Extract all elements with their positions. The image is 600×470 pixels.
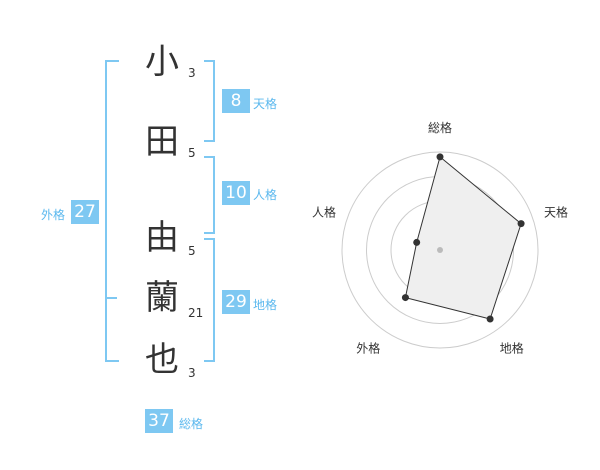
chikaku-value: 29 (222, 290, 250, 314)
radar-ring-4 (341, 151, 539, 349)
name-char-4: 蘭 (145, 278, 179, 318)
stroke-count-3: 5 (188, 244, 196, 258)
radar-point-3 (486, 315, 494, 323)
radar-axis-label-4: 外格 (356, 341, 380, 356)
soukaku-label: 総格 (179, 417, 204, 431)
radar-point-5 (413, 238, 421, 246)
name-char-2: 田 (145, 122, 179, 162)
radar-center-dot (437, 247, 443, 253)
radar-point-1 (436, 153, 444, 161)
radar-axis-label-5: 人格 (312, 204, 336, 219)
name-char-5: 也 (145, 340, 179, 380)
jinkaku-value: 10 (222, 181, 250, 205)
tenkaku-bracket (204, 60, 215, 142)
soukaku-value: 37 (145, 409, 173, 433)
name-char-1: 小 (145, 42, 179, 82)
chikaku-bracket (204, 238, 215, 362)
tenkaku-value: 8 (222, 89, 250, 113)
stroke-count-4: 21 (188, 306, 204, 320)
tenkaku-label: 天格 (253, 97, 278, 111)
stroke-count-1: 3 (188, 66, 196, 80)
stroke-count-5: 3 (188, 366, 196, 380)
radar-point-4 (401, 294, 409, 302)
radar-axis-label-3: 地格 (500, 341, 524, 356)
radar-axis-label-2: 天格 (544, 204, 568, 219)
radar-point-2 (517, 220, 525, 228)
gaikaku-bracket (105, 60, 119, 362)
gaikaku-label: 外格 (41, 208, 66, 222)
gaikaku-value: 27 (71, 200, 99, 224)
jinkaku-label: 人格 (253, 188, 278, 202)
stroke-count-2: 5 (188, 146, 196, 160)
chikaku-label: 地格 (253, 298, 278, 312)
radar-axis-label-1: 総格 (428, 120, 452, 135)
radar-value-polygon (404, 156, 522, 320)
name-char-3: 由 (145, 218, 179, 258)
jinkaku-bracket (204, 156, 215, 234)
gaikaku-split-line (105, 297, 117, 299)
